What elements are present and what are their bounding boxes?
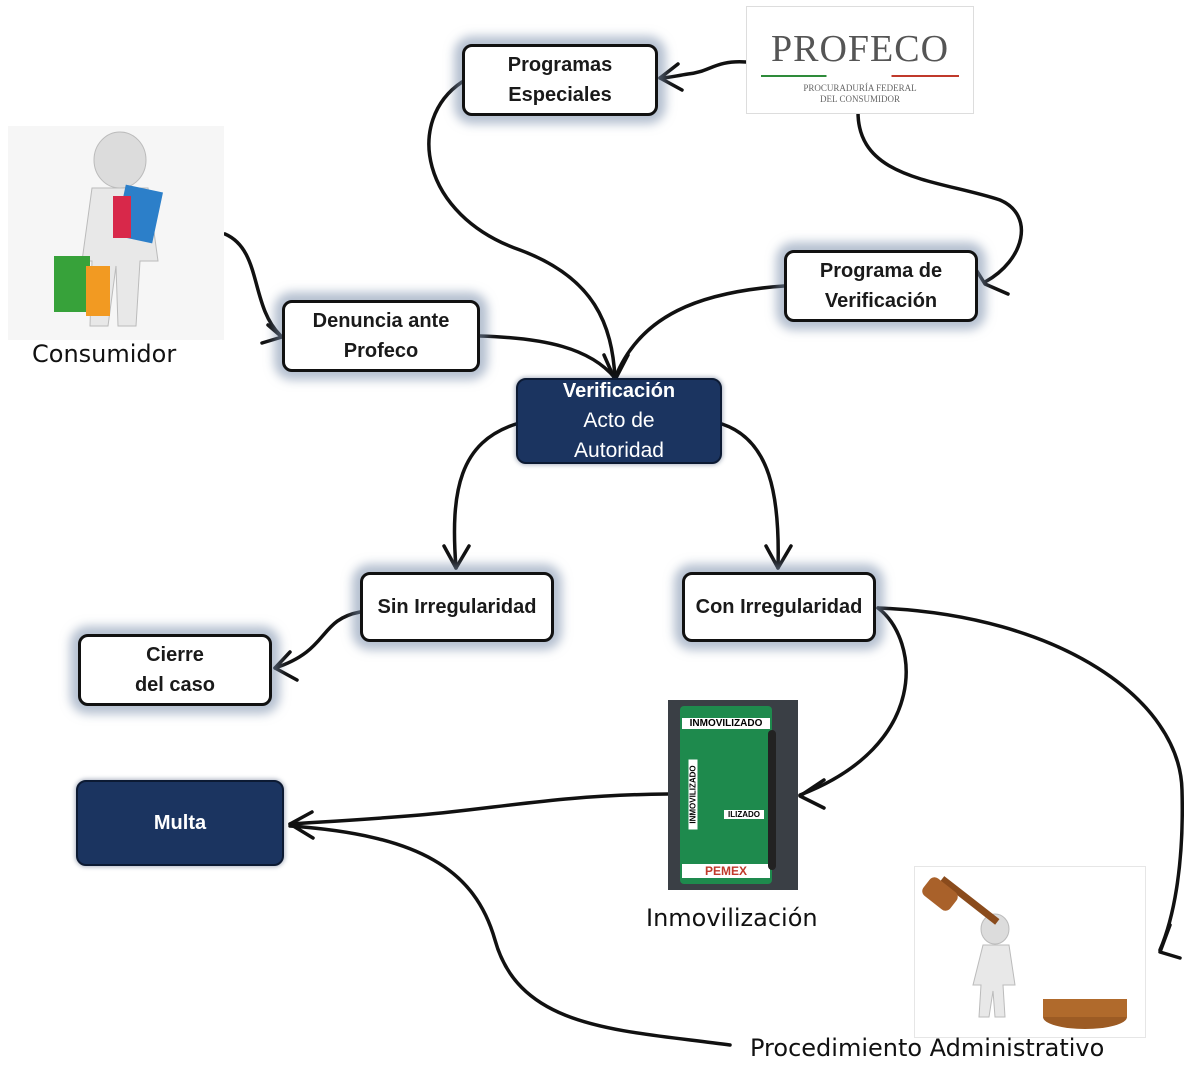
gavel-head	[922, 877, 958, 911]
node-denuncia-line2: Profeco	[343, 340, 419, 362]
arrowhead-denuncia	[260, 323, 284, 345]
gavel-handle	[939, 876, 1000, 925]
node-con-irregularidad: Con Irregularidad	[682, 572, 876, 642]
arrow-inmovilizacion-to-multa	[288, 792, 670, 826]
arrowhead-programa-verificacion	[973, 266, 1010, 296]
arrow-verificacion-to-sin	[452, 422, 518, 570]
arrow-profeco-to-verificacion	[856, 110, 1024, 284]
figure-head	[980, 913, 1010, 945]
arrowhead-con	[764, 544, 793, 570]
flag-line	[761, 75, 959, 77]
node-verificacion-line3: Autoridad	[574, 439, 664, 462]
node-programa-verificacion-line1: Programa de	[819, 260, 943, 282]
pump-brand: PEMEX	[682, 864, 770, 878]
node-con-irregularidad-label: Con Irregularidad	[695, 596, 863, 618]
node-denuncia-line1: Denuncia ante	[312, 310, 450, 332]
node-multa-label: Multa	[153, 812, 207, 834]
arrow-profeco-to-programas	[658, 60, 748, 80]
profeco-logo: PROFECO PROCURADURÍA FEDERAL DEL CONSUMI…	[746, 6, 974, 114]
node-verificacion-title: Verificación	[562, 380, 676, 402]
node-programa-verificacion: Programa de Verificación	[784, 250, 978, 322]
arrowhead-sin	[442, 544, 471, 570]
fuel-pump-image: INMOVILIZADO INMOVILIZADO ILIZADO PEMEX	[668, 700, 798, 890]
arrow-con-to-procedimiento	[876, 606, 1184, 952]
arrow-consumidor-to-denuncia	[223, 232, 282, 337]
consumer-shopping-image	[8, 126, 224, 340]
node-programas-especiales-line1: Programas	[507, 54, 613, 76]
caption-procedimiento: Procedimiento Administrativo	[750, 1034, 1105, 1062]
node-programas-especiales-line2: Especiales	[508, 84, 612, 106]
arrow-denuncia-to-verificacion	[478, 334, 617, 380]
pump-mid-label: ILIZADO	[724, 810, 764, 819]
profeco-logo-name: PROFECO	[770, 28, 950, 70]
arrow-programa-verificacion-to-verificacion	[613, 284, 786, 380]
node-cierre-del-caso: Cierre del caso	[78, 634, 272, 706]
arrowhead-programas	[658, 62, 684, 92]
node-verificacion-line2: Acto de	[583, 409, 655, 432]
node-denuncia: Denuncia ante Profeco	[282, 300, 480, 372]
node-programa-verificacion-line2: Verificación	[824, 290, 938, 312]
caption-inmovilizacion: Inmovilización	[646, 904, 818, 932]
bag-red	[113, 196, 131, 238]
arrowhead-procedimiento	[1158, 923, 1182, 960]
arrow-con-to-inmovilizacion	[798, 606, 908, 797]
pump-hose	[768, 730, 776, 870]
arrowhead-multa	[288, 810, 315, 840]
node-sin-irregularidad-label: Sin Irregularidad	[377, 596, 537, 618]
bag-green	[54, 256, 90, 312]
caption-consumidor: Consumidor	[32, 340, 177, 368]
arrow-programas-to-verificacion	[427, 80, 617, 380]
profeco-logo-line2: DEL CONSUMIDOR	[820, 94, 900, 104]
arrow-verificacion-to-con	[720, 422, 780, 570]
arrow-procedimiento-to-multa	[288, 824, 732, 1047]
node-cierre-line1: Cierre	[146, 644, 204, 666]
profeco-logo-line1: PROCURADURÍA FEDERAL	[803, 83, 917, 93]
node-sin-irregularidad: Sin Irregularidad	[360, 572, 554, 642]
bag-orange	[86, 266, 110, 316]
node-multa: Multa	[76, 780, 284, 866]
node-programas-especiales: Programas Especiales	[462, 44, 658, 116]
arrowhead-cierre	[273, 650, 299, 682]
arrow-sin-to-cierre	[273, 610, 362, 670]
node-verificacion: Verificación Acto de Autoridad	[516, 378, 722, 464]
figure-body	[972, 944, 1016, 1018]
pump-top-label: INMOVILIZADO	[682, 718, 770, 729]
node-cierre-line2: del caso	[134, 674, 216, 696]
consumer-head	[93, 131, 147, 189]
arrowhead-inmovilizacion	[798, 778, 826, 810]
pump-side-label: INMOVILIZADO	[688, 759, 698, 830]
gavel-image	[914, 866, 1146, 1038]
